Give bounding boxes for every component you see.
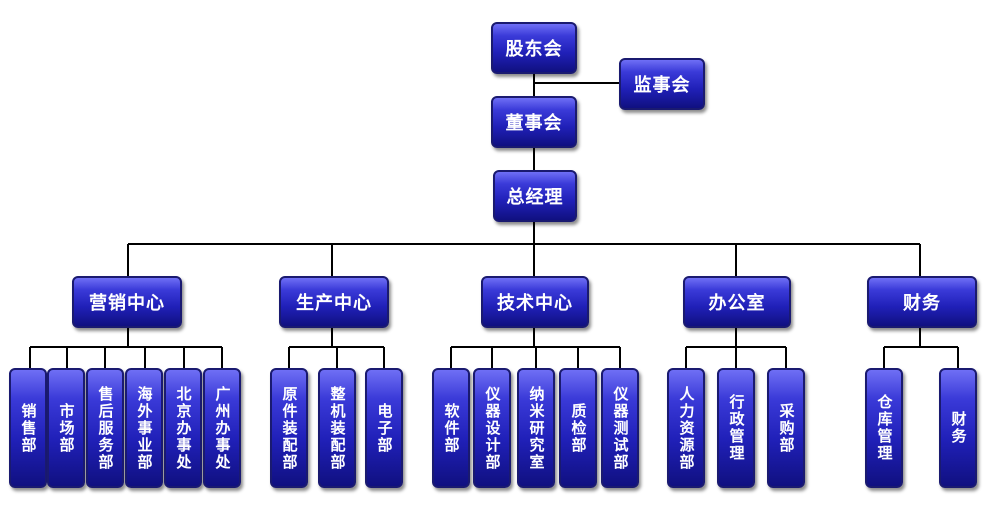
unit-human-resources: 人力资源部 [667,368,705,488]
node-technology-center: 技术中心 [481,276,589,328]
node-finance-center: 财务 [867,276,977,328]
node-production-center: 生产中心 [279,276,389,328]
node-board: 董事会 [491,96,577,148]
unit-administration: 行政管理 [717,368,755,488]
unit-quality-inspection: 质检部 [559,368,597,488]
unit-instrument-design: 仪器设计部 [473,368,511,488]
node-marketing-center: 营销中心 [72,276,182,328]
unit-finance: 财务 [939,368,977,488]
node-office: 办公室 [683,276,791,328]
unit-machine-assembly: 整机装配部 [318,368,356,488]
node-supervisors: 监事会 [619,58,705,110]
unit-warehouse: 仓库管理 [865,368,903,488]
unit-sales: 销售部 [9,368,47,488]
unit-beijing-office: 北京办事处 [164,368,202,488]
unit-nano-lab: 纳米研究室 [517,368,555,488]
node-shareholders: 股东会 [491,22,577,74]
unit-parts-assembly: 原件装配部 [270,368,308,488]
unit-electronics: 电子部 [365,368,403,488]
unit-market: 市场部 [47,368,85,488]
node-general-manager: 总经理 [493,170,577,222]
unit-instrument-testing: 仪器测试部 [601,368,639,488]
unit-purchasing: 采购部 [767,368,805,488]
unit-after-sales: 售后服务部 [86,368,124,488]
unit-software: 软件部 [432,368,470,488]
unit-overseas: 海外事业部 [125,368,163,488]
unit-guangzhou-office: 广州办事处 [203,368,241,488]
